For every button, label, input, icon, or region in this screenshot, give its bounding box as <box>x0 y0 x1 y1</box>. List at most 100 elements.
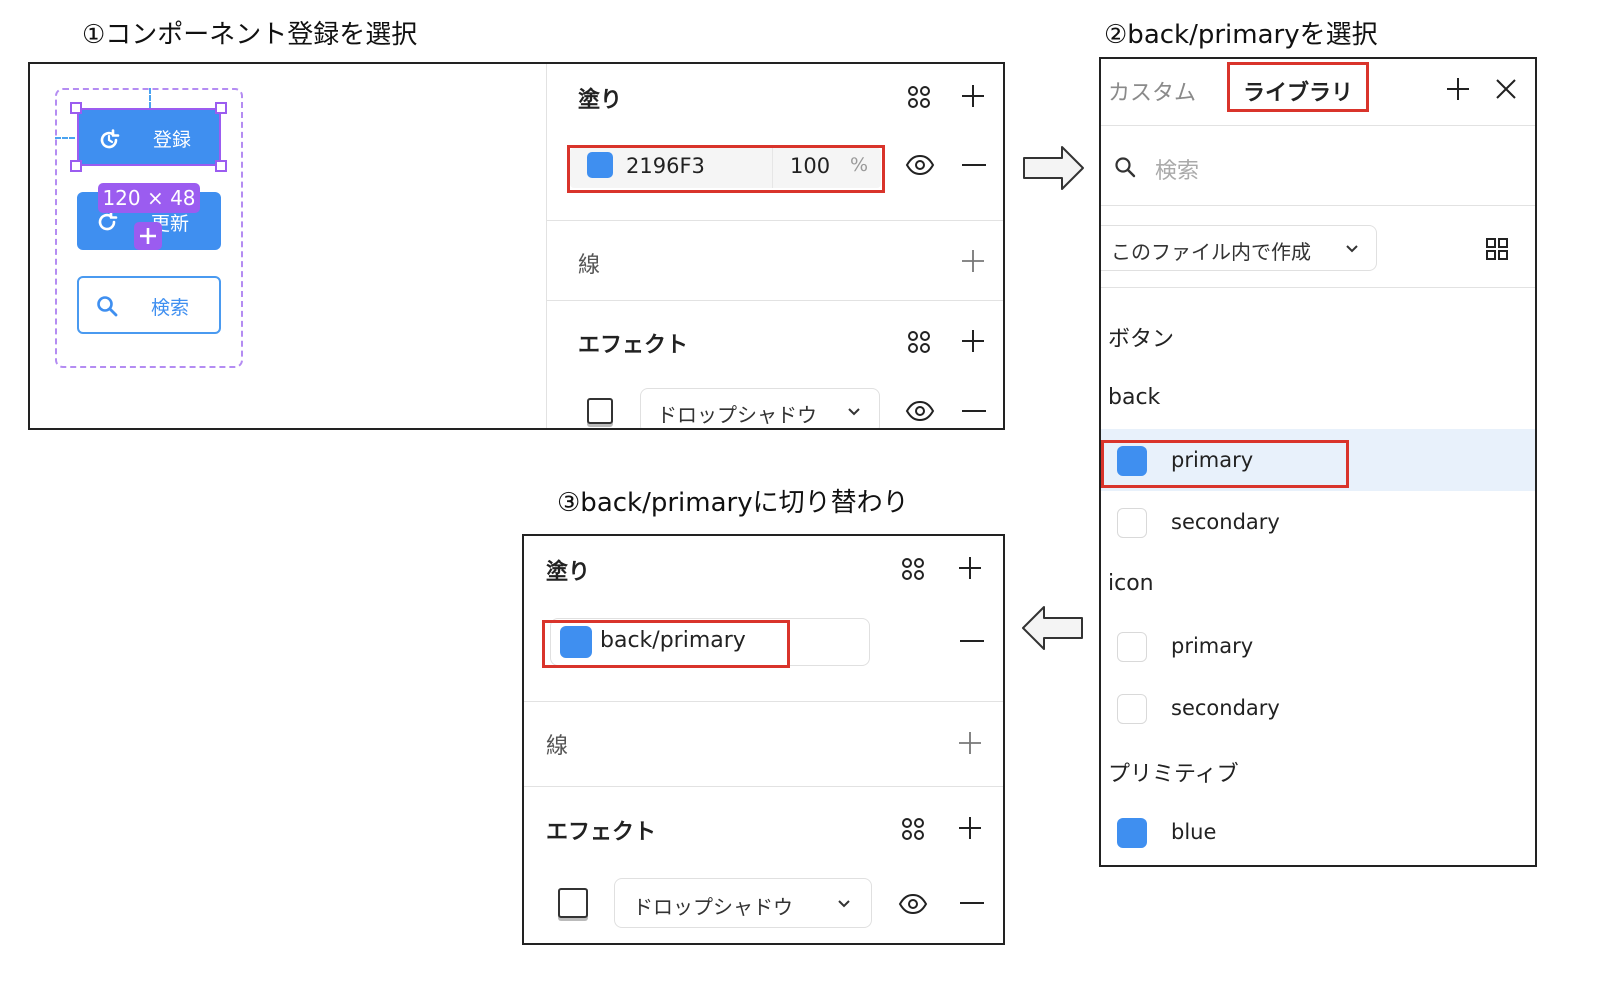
step2-library-panel: カスタム ライブラリ 検索 このファイル内で作成 ボタン back primar… <box>1099 57 1537 867</box>
highlight-style-name <box>542 620 790 668</box>
effect-type-value: ドロップシャドウ <box>633 895 793 919</box>
effect-type-value: ドロップシャドウ <box>657 403 817 427</box>
register-button[interactable]: 登録 <box>77 108 221 166</box>
add-variant-button[interactable] <box>134 222 162 250</box>
eye-icon[interactable] <box>898 893 928 915</box>
selection-handle[interactable] <box>70 160 82 172</box>
step3-title: ③back/primaryに切り替わり <box>557 488 909 518</box>
add-stroke-icon[interactable] <box>957 730 983 756</box>
remove-effect-icon[interactable] <box>961 408 987 414</box>
library-source-select[interactable]: このファイル内で作成 <box>1101 225 1377 271</box>
effect-type-select[interactable]: ドロップシャドウ <box>614 878 872 928</box>
add-stroke-icon[interactable] <box>960 248 986 274</box>
fill-section-title: 塗り <box>578 88 623 113</box>
fill-style-name[interactable]: back/primary <box>600 628 746 653</box>
fill-swatch[interactable] <box>587 152 613 178</box>
effect-section-title: エフェクト <box>546 820 657 845</box>
chevron-down-icon <box>848 408 860 416</box>
divider <box>1101 125 1535 126</box>
effect-checkbox[interactable] <box>558 888 588 918</box>
search-icon <box>1115 157 1136 178</box>
fill-hex-value[interactable]: 2196F3 <box>626 154 705 178</box>
library-item-label: secondary <box>1171 510 1280 534</box>
styles-grid-icon[interactable] <box>900 816 926 842</box>
section-divider <box>524 701 1003 702</box>
library-item-label: blue <box>1171 820 1217 844</box>
color-swatch <box>1117 508 1147 538</box>
section-divider <box>546 220 1003 221</box>
step3-result-panel: 塗り back/primary 線 エフェクト ドロップシャドウ <box>522 534 1005 945</box>
library-item-icon-primary[interactable] <box>1101 615 1535 677</box>
stroke-section-title: 線 <box>578 253 601 278</box>
library-item-label: secondary <box>1171 696 1280 720</box>
add-effect-icon[interactable] <box>960 328 986 354</box>
fill-row[interactable] <box>570 148 881 188</box>
refresh-icon <box>100 129 120 149</box>
library-item-label: primary <box>1171 634 1254 658</box>
refresh-icon <box>98 211 118 231</box>
panel-divider <box>546 64 547 428</box>
selection-handle[interactable] <box>215 160 227 172</box>
grid-view-icon[interactable] <box>1484 236 1510 262</box>
chevron-down-icon <box>838 900 850 908</box>
size-badge: 120 × 48 <box>98 183 200 213</box>
guide-line <box>149 88 151 108</box>
search-icon <box>97 296 118 317</box>
fill-section-title: 塗り <box>546 560 591 585</box>
library-item-blue[interactable] <box>1101 801 1535 863</box>
highlight-primary-item <box>1101 440 1349 488</box>
highlight-fill-row <box>567 145 885 193</box>
stroke-section-title: 線 <box>546 734 569 759</box>
close-icon[interactable] <box>1494 77 1518 101</box>
step1-title: ①コンポーネント登録を選択 <box>82 20 418 50</box>
tab-custom[interactable]: カスタム <box>1108 81 1197 106</box>
add-fill-icon[interactable] <box>957 555 983 581</box>
section-divider <box>546 300 1003 301</box>
guide-line <box>55 137 75 139</box>
library-item-icon-secondary[interactable] <box>1101 677 1535 739</box>
library-search-input[interactable]: 検索 <box>1155 159 1200 184</box>
add-effect-icon[interactable] <box>957 815 983 841</box>
search-button-label: 検索 <box>151 297 190 319</box>
selection-handle[interactable] <box>70 102 82 114</box>
divider <box>1101 205 1535 206</box>
remove-fill-icon[interactable] <box>959 638 985 644</box>
fill-opacity-value[interactable]: 100 <box>790 154 831 178</box>
plus-icon <box>140 228 156 244</box>
divider <box>1101 287 1535 288</box>
selection-handle[interactable] <box>215 102 227 114</box>
group-label-button: ボタン <box>1108 327 1175 352</box>
library-item-label: primary <box>1171 448 1254 472</box>
effect-checkbox[interactable] <box>587 398 613 424</box>
group-label-primitive: プリミティブ <box>1108 762 1239 787</box>
eye-icon[interactable] <box>905 400 935 422</box>
step1-screenshot: 登録 更新 120 × 48 検索 塗り 2196F <box>28 62 1005 430</box>
arrow-left-icon <box>1022 606 1083 650</box>
library-item-back-secondary[interactable] <box>1101 491 1535 553</box>
effect-section-title: エフェクト <box>578 333 689 358</box>
step2-title: ②back/primaryを選択 <box>1104 20 1378 50</box>
fill-swatch[interactable] <box>560 626 592 658</box>
chevron-down-icon <box>1346 245 1358 253</box>
library-source-value: このファイル内で作成 <box>1111 240 1311 264</box>
remove-effect-icon[interactable] <box>959 900 985 906</box>
arrow-right-icon <box>1023 146 1084 190</box>
tab-library[interactable]: ライブラリ <box>1243 81 1354 106</box>
register-button-label: 登録 <box>153 129 192 151</box>
group-label-icon: icon <box>1108 571 1154 596</box>
library-item-back-primary[interactable] <box>1101 429 1535 491</box>
color-swatch <box>1117 446 1147 476</box>
eye-icon[interactable] <box>905 154 935 176</box>
styles-grid-icon[interactable] <box>900 556 926 582</box>
section-divider <box>524 786 1003 787</box>
styles-grid-icon[interactable] <box>906 84 932 110</box>
styles-grid-icon[interactable] <box>906 329 932 355</box>
color-swatch <box>1117 818 1147 848</box>
remove-fill-icon[interactable] <box>961 162 987 168</box>
effect-type-select[interactable]: ドロップシャドウ <box>640 388 880 428</box>
color-swatch <box>1117 632 1147 662</box>
add-icon[interactable] <box>1445 76 1471 102</box>
add-fill-icon[interactable] <box>960 83 986 109</box>
field-divider <box>772 148 773 188</box>
search-button[interactable]: 検索 <box>77 276 221 334</box>
